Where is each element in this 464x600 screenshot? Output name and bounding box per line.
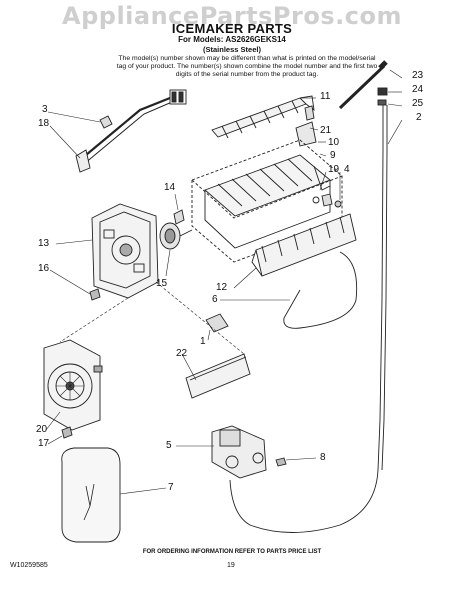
callout-22: 22 [176,348,188,359]
callout-7: 7 [168,482,174,493]
page-title: ICEMAKER PARTS [171,21,293,36]
screw-17-part [61,426,73,439]
callout-16: 16 [38,263,50,274]
callout-19: 19 [328,164,340,175]
callout-12: 12 [216,282,228,293]
callout-14: 14 [164,182,176,193]
control-housing-part [91,203,159,299]
thermostat-part [205,313,229,333]
ordering-info: FOR ORDERING INFORMATION REFER TO PARTS … [142,549,322,555]
finish-subtitle: (Stainless Steel) [203,45,261,54]
fill-tube-part [229,60,388,533]
callout-9: 9 [330,150,336,161]
callout-25: 25 [412,98,424,109]
callout-23: 23 [412,70,424,81]
callout-3: 3 [42,104,48,115]
callout-11: 11 [320,91,331,102]
screw-16-part [89,288,101,301]
mold-fitting-part [159,222,193,250]
small-hardware-part [173,193,342,225]
callout-24: 24 [412,84,424,95]
icemaker-cover-part [61,447,121,543]
callout-8: 8 [320,452,326,463]
assembly-guide-lines [59,281,245,355]
callout-13: 13 [38,238,50,249]
shutoff-arm-part [295,105,317,147]
callout-2: 2 [416,112,422,123]
water-valve-part [211,425,287,479]
shutoff-wire-part [283,251,358,329]
ice-stripper-part [251,213,357,277]
callout-15: 15 [156,278,168,289]
callout-17: 17 [38,438,50,449]
watermark: AppliancePartsPros.com [62,2,402,30]
model-line: For Models: AS2626GEKS14 [178,35,286,44]
callout-10: 10 [328,137,340,148]
wire-harness-part [75,89,187,173]
model-note: The model(s) number shown may be differe… [116,55,378,78]
callout-6: 6 [212,294,218,305]
document-number: W10259585 [10,562,48,569]
cover-plate-part [185,353,251,399]
callout-4: 4 [344,164,350,175]
leader-lines [45,69,403,495]
callout-20: 20 [36,424,48,435]
motor-module-part [43,339,103,431]
callout-1: 1 [200,336,206,347]
page-number: 19 [227,562,235,569]
callout-21: 21 [320,125,332,136]
callout-5: 5 [166,440,172,451]
callout-18: 18 [38,118,50,129]
